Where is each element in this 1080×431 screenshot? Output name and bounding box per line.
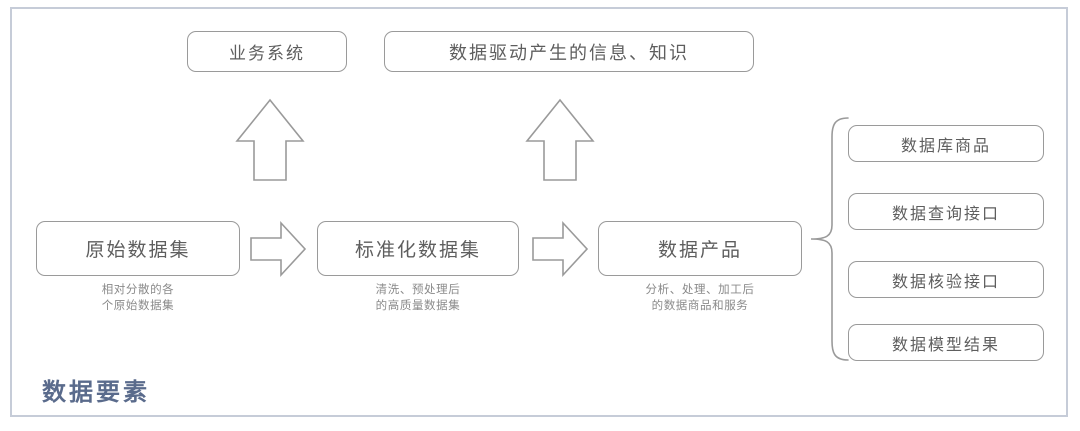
curly-brace-icon (810, 117, 849, 361)
arrow-up-outline-icon (525, 98, 595, 181)
caption-standard-dataset: 清洗、预处理后 的高质量数据集 (375, 282, 461, 312)
box-model-res[interactable]: 数据模型结果 (848, 324, 1044, 361)
caption-raw-dataset: 相对分散的各 个原始数据集 (101, 282, 175, 312)
box-data-product[interactable]: 数据产品 (598, 221, 802, 276)
box-query-api[interactable]: 数据查询接口 (848, 193, 1044, 230)
box-data-driven-info[interactable]: 数据驱动产生的信息、知识 (384, 31, 754, 72)
arrow-up-outline-icon (235, 98, 305, 181)
box-raw-dataset[interactable]: 原始数据集 (36, 221, 240, 276)
arrow-right-outline-icon (532, 220, 589, 278)
arrow-right-outline-icon (250, 220, 307, 278)
box-db-goods[interactable]: 数据库商品 (848, 125, 1044, 162)
box-standard-dataset[interactable]: 标准化数据集 (317, 221, 519, 276)
diagram-title: 数据要素 (42, 378, 150, 406)
diagram-frame: 业务系统 数据驱动产生的信息、知识 原始数据集 相对分散的各 个原始数据集 标准… (10, 7, 1068, 417)
box-verify-api[interactable]: 数据核验接口 (848, 261, 1044, 298)
caption-data-product: 分析、处理、加工后 的数据商品和服务 (645, 282, 755, 312)
box-business-system[interactable]: 业务系统 (187, 31, 347, 72)
